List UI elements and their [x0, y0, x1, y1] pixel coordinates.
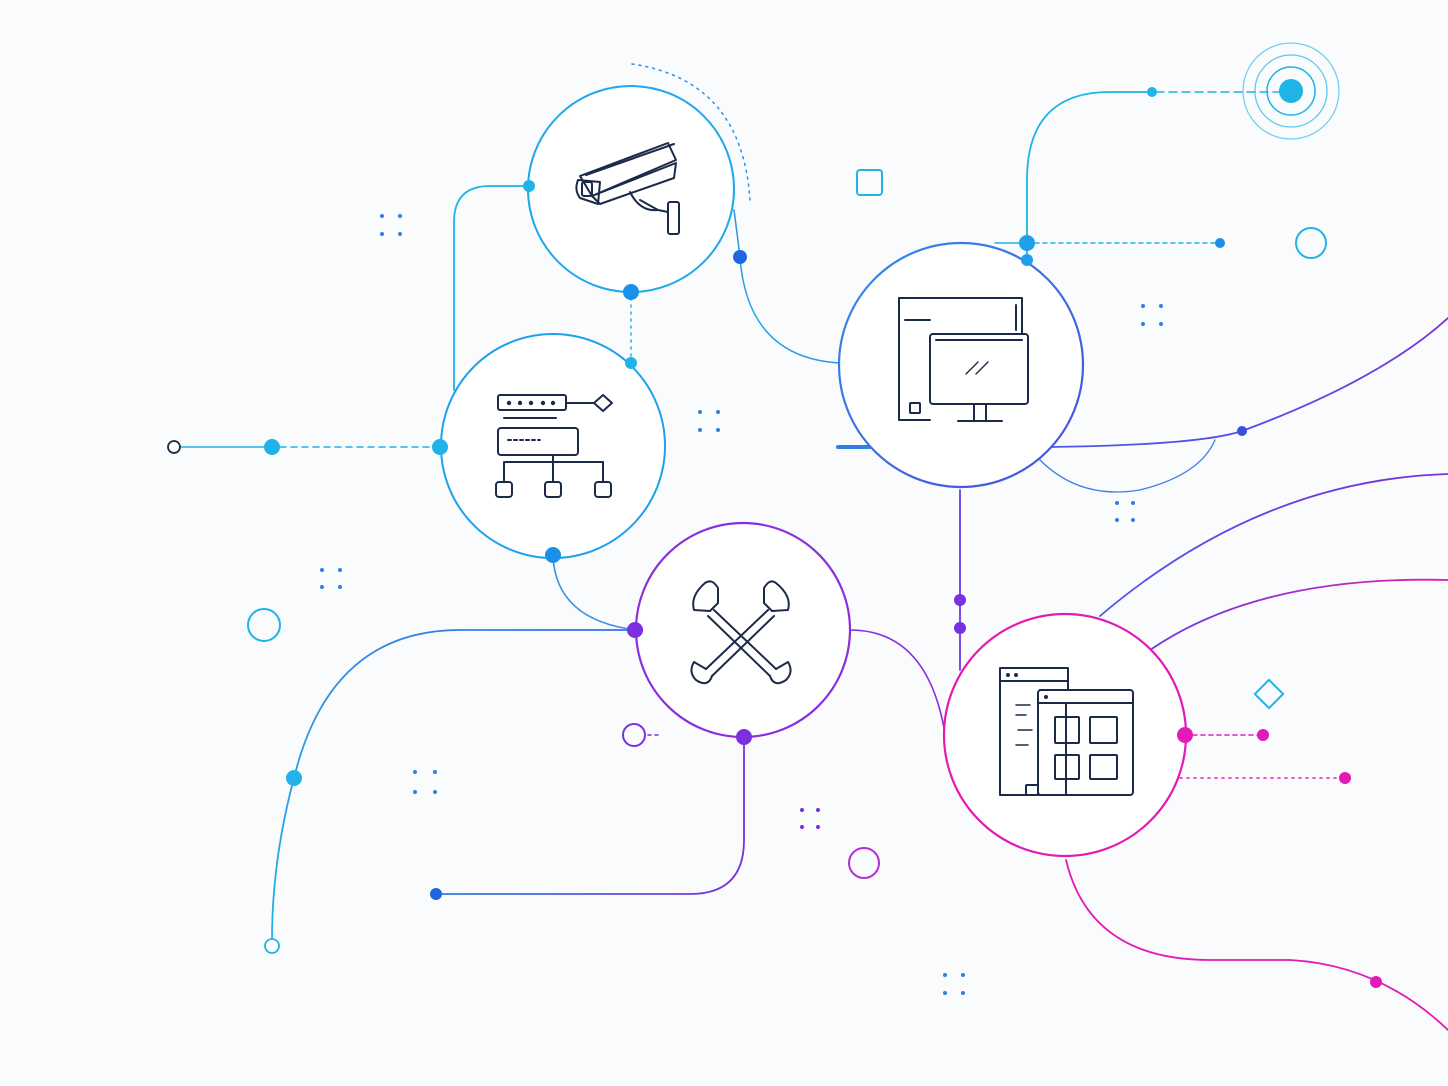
- junction-dot: [733, 250, 747, 264]
- junction-dot: [430, 888, 442, 900]
- connector-tools-left-arc: [271, 629, 637, 941]
- connector-network-tools: [552, 555, 637, 631]
- junction-dot: [1177, 727, 1193, 743]
- dot-cluster: [698, 410, 720, 432]
- security-camera-icon: [575, 142, 680, 235]
- dot-cluster: [800, 808, 820, 829]
- decorations: [247, 42, 1340, 995]
- junction-dot: [286, 770, 302, 786]
- tools-node[interactable]: [634, 521, 852, 739]
- junction-dot: [1370, 976, 1382, 988]
- dot-cluster: [1141, 304, 1163, 326]
- junction-dot: [523, 180, 535, 192]
- junction-dot: [1147, 87, 1157, 97]
- crossed-wrenches-icon: [690, 580, 792, 685]
- ring-marker: [848, 847, 880, 879]
- security-camera-node[interactable]: [527, 85, 735, 293]
- endpoint-left: [167, 440, 181, 454]
- connector-apps-upper-arc: [1099, 473, 1448, 617]
- dot-cluster: [320, 568, 342, 589]
- connection-lines: [179, 63, 1448, 1031]
- connector-tools-bottom: [435, 736, 745, 895]
- connector-apps-mid-arc: [1149, 578, 1448, 651]
- junction-dot: [954, 622, 966, 634]
- ring-marker: [622, 723, 646, 747]
- junction-dots: [167, 87, 1382, 988]
- junction-dot: [954, 594, 966, 606]
- diamond-marker: [1253, 678, 1285, 710]
- junction-dot: [1019, 235, 1035, 251]
- desktop-computer-icon: [898, 297, 1029, 422]
- ring-marker: [247, 608, 281, 642]
- camera-dotted-arc: [631, 63, 751, 201]
- dot-cluster: [380, 214, 402, 236]
- desktop-computer-node[interactable]: [837, 241, 1085, 489]
- network-topology-icon: [495, 394, 613, 498]
- connector-camera-network: [453, 185, 529, 391]
- dot-cluster: [943, 973, 965, 995]
- dot-cluster: [1115, 501, 1135, 522]
- connector-desktop-loop: [1039, 439, 1216, 493]
- endpoint-bottom-left: [264, 938, 280, 954]
- connector-desktop-beacon: [1026, 91, 1151, 259]
- junction-dot: [736, 729, 752, 745]
- connector-camera-desktop: [733, 209, 841, 364]
- node-rings: [440, 85, 1188, 858]
- junction-dot: [1257, 729, 1269, 741]
- junction-dot: [1021, 254, 1033, 266]
- square-marker: [856, 169, 883, 196]
- connector-desktop-right-arc: [1049, 317, 1448, 448]
- junction-dot: [264, 439, 280, 455]
- ring-marker: [1295, 227, 1327, 259]
- connector-tools-apps: [849, 629, 947, 741]
- dot-cluster: [413, 770, 437, 794]
- signal-beacon-icon: [1242, 42, 1340, 140]
- junction-dot: [1215, 238, 1225, 248]
- junction-dot: [1237, 426, 1247, 436]
- connector-apps-bottom-arc: [1065, 859, 1448, 1031]
- junction-dot: [623, 284, 639, 300]
- junction-dot: [545, 547, 561, 563]
- junction-dot: [627, 622, 643, 638]
- junction-dot: [625, 357, 637, 369]
- junction-dot: [432, 439, 448, 455]
- app-windows-icon: [999, 667, 1134, 796]
- junction-dot: [1339, 772, 1351, 784]
